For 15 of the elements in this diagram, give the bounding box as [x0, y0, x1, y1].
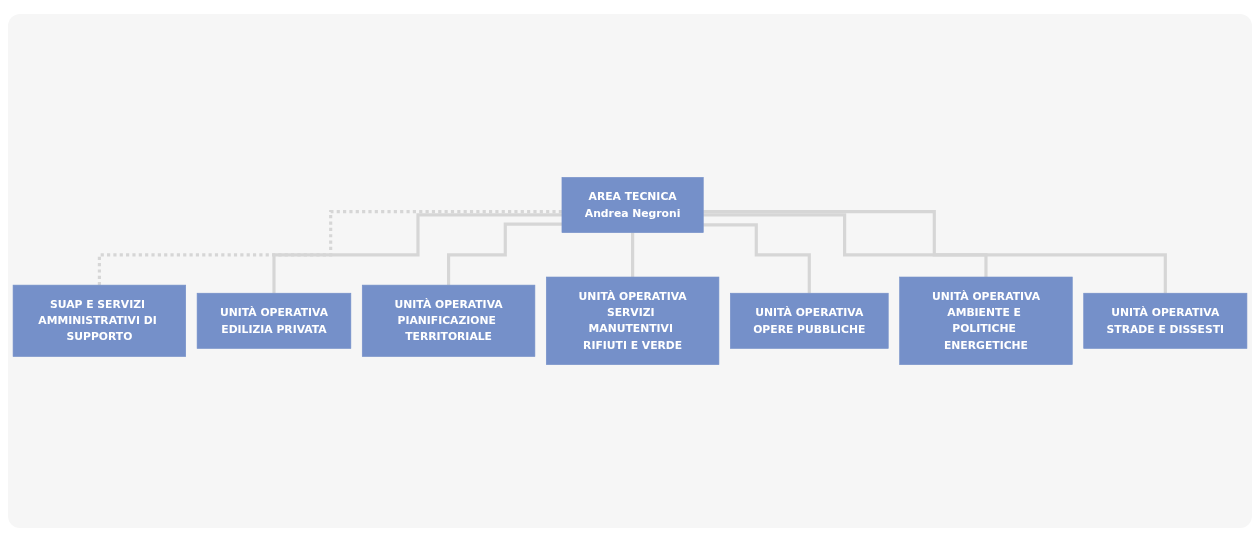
node-box: UNITÀ OPERATIVA SERVIZI MANUTENTIVI RIFIUTI E VERDE [546, 276, 720, 365]
connector [272, 213, 562, 295]
connector [97, 210, 562, 287]
node-box: UNITÀ OPERATIVA PIANIFICAZIONE TERRITORIALE [361, 284, 536, 357]
node-box: UNITÀ OPERATIVA EDILIZIA PRIVATA [196, 292, 352, 349]
connector [703, 213, 988, 279]
node-box: UNITÀ OPERATIVA STRADE E DISSESTI [1083, 292, 1248, 349]
node-box: SUAP E SERVIZI AMMINISTRATIVI DI SUPPORTO [12, 284, 186, 357]
connector [703, 223, 811, 295]
connector [631, 231, 635, 279]
node-box: AREA TECNICA Andrea Negroni [561, 177, 704, 233]
node-box: UNITÀ OPERATIVA OPERE PUBBLICHE [730, 292, 889, 349]
connector [447, 222, 562, 287]
connector [703, 210, 1167, 295]
node-box: UNITÀ OPERATIVA AMBIENTE E POLITICHE ENERGETICHE [899, 276, 1073, 365]
